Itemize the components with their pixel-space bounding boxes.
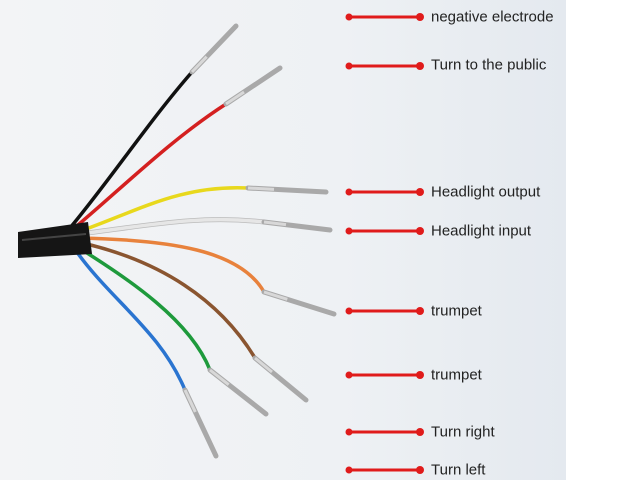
label-negative-electrode: negative electrode	[431, 8, 554, 26]
label-turn-right: Turn right	[431, 423, 495, 441]
label-trumpet-1: trumpet	[431, 302, 482, 320]
leader-dot-end	[416, 188, 424, 196]
label-headlight-input: Headlight input	[431, 222, 532, 240]
terminal-highlight	[263, 220, 287, 227]
cable-highlight	[21, 233, 87, 241]
leader-dot-end	[416, 227, 424, 235]
leader-dot-start	[345, 307, 353, 315]
leader-dot-start	[345, 62, 353, 70]
label-trumpet-2: trumpet	[431, 366, 482, 384]
wire	[78, 236, 266, 294]
label-headlight-output: Headlight output	[431, 183, 541, 201]
leader-dot-start	[345, 227, 353, 235]
leader-dot-start	[345, 371, 353, 379]
terminal-highlight	[190, 55, 208, 74]
leader-dot-end	[416, 371, 424, 379]
label-turn-left: Turn left	[431, 461, 486, 479]
wire	[76, 240, 257, 360]
leader-dot-start	[345, 13, 353, 21]
leader-dot-start	[345, 428, 353, 436]
terminal-highlight	[263, 290, 288, 301]
terminal-highlight	[225, 90, 245, 106]
label-turn-to-the-public: Turn to the public	[431, 56, 547, 74]
leader-dot-end	[416, 62, 424, 70]
leader-dot-end	[416, 307, 424, 315]
cable-sheath	[18, 222, 92, 258]
wire	[78, 217, 266, 236]
terminal-highlight	[183, 389, 197, 413]
wire	[70, 102, 228, 232]
leader-dot-end	[416, 466, 424, 474]
wire	[72, 246, 187, 392]
wire	[68, 70, 194, 230]
leader-dot-start	[345, 466, 353, 474]
terminal-highlight	[247, 186, 275, 191]
wire	[76, 186, 250, 234]
terminal-highlight	[254, 356, 273, 374]
terminal-highlight	[209, 368, 230, 386]
leader-dot-end	[416, 13, 424, 21]
leader-dot-end	[416, 428, 424, 436]
leader-dot-start	[345, 188, 353, 196]
wire	[74, 244, 212, 372]
